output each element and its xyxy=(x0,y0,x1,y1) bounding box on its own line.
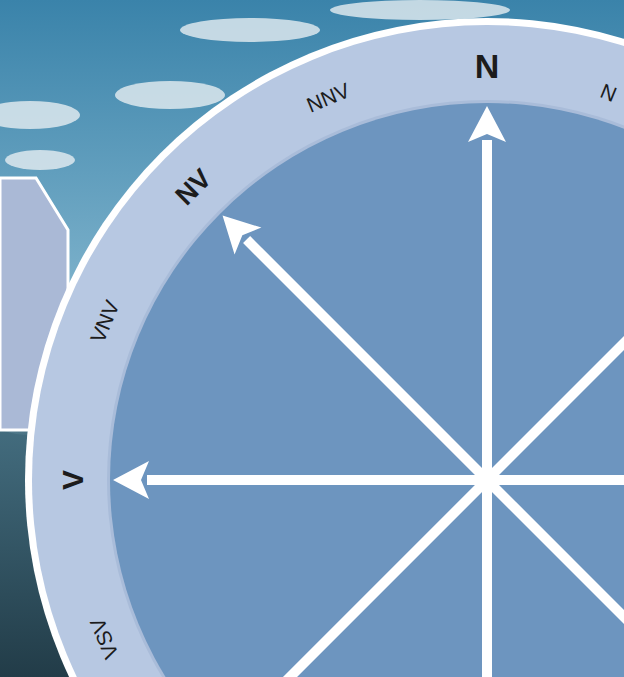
compass-point-label: N xyxy=(475,49,500,83)
arrow-head xyxy=(223,216,262,255)
direction-shaft xyxy=(482,140,492,480)
direction-shaft xyxy=(247,480,487,677)
compass-point-label: V xyxy=(58,470,88,490)
compass-ring xyxy=(32,25,624,677)
arrow-head xyxy=(468,106,506,142)
ring-inner-edge xyxy=(107,100,624,677)
compass-hub xyxy=(475,468,499,492)
arrow-head xyxy=(113,461,149,499)
direction-shaft xyxy=(147,475,487,485)
compass-disc xyxy=(110,103,624,677)
compass-arrows xyxy=(113,106,624,677)
direction-shaft xyxy=(482,480,492,677)
direction-shaft xyxy=(247,240,487,480)
direction-shaft xyxy=(487,480,624,677)
direction-shaft xyxy=(487,475,624,485)
direction-shaft xyxy=(487,240,624,480)
compass-rim xyxy=(25,18,624,677)
